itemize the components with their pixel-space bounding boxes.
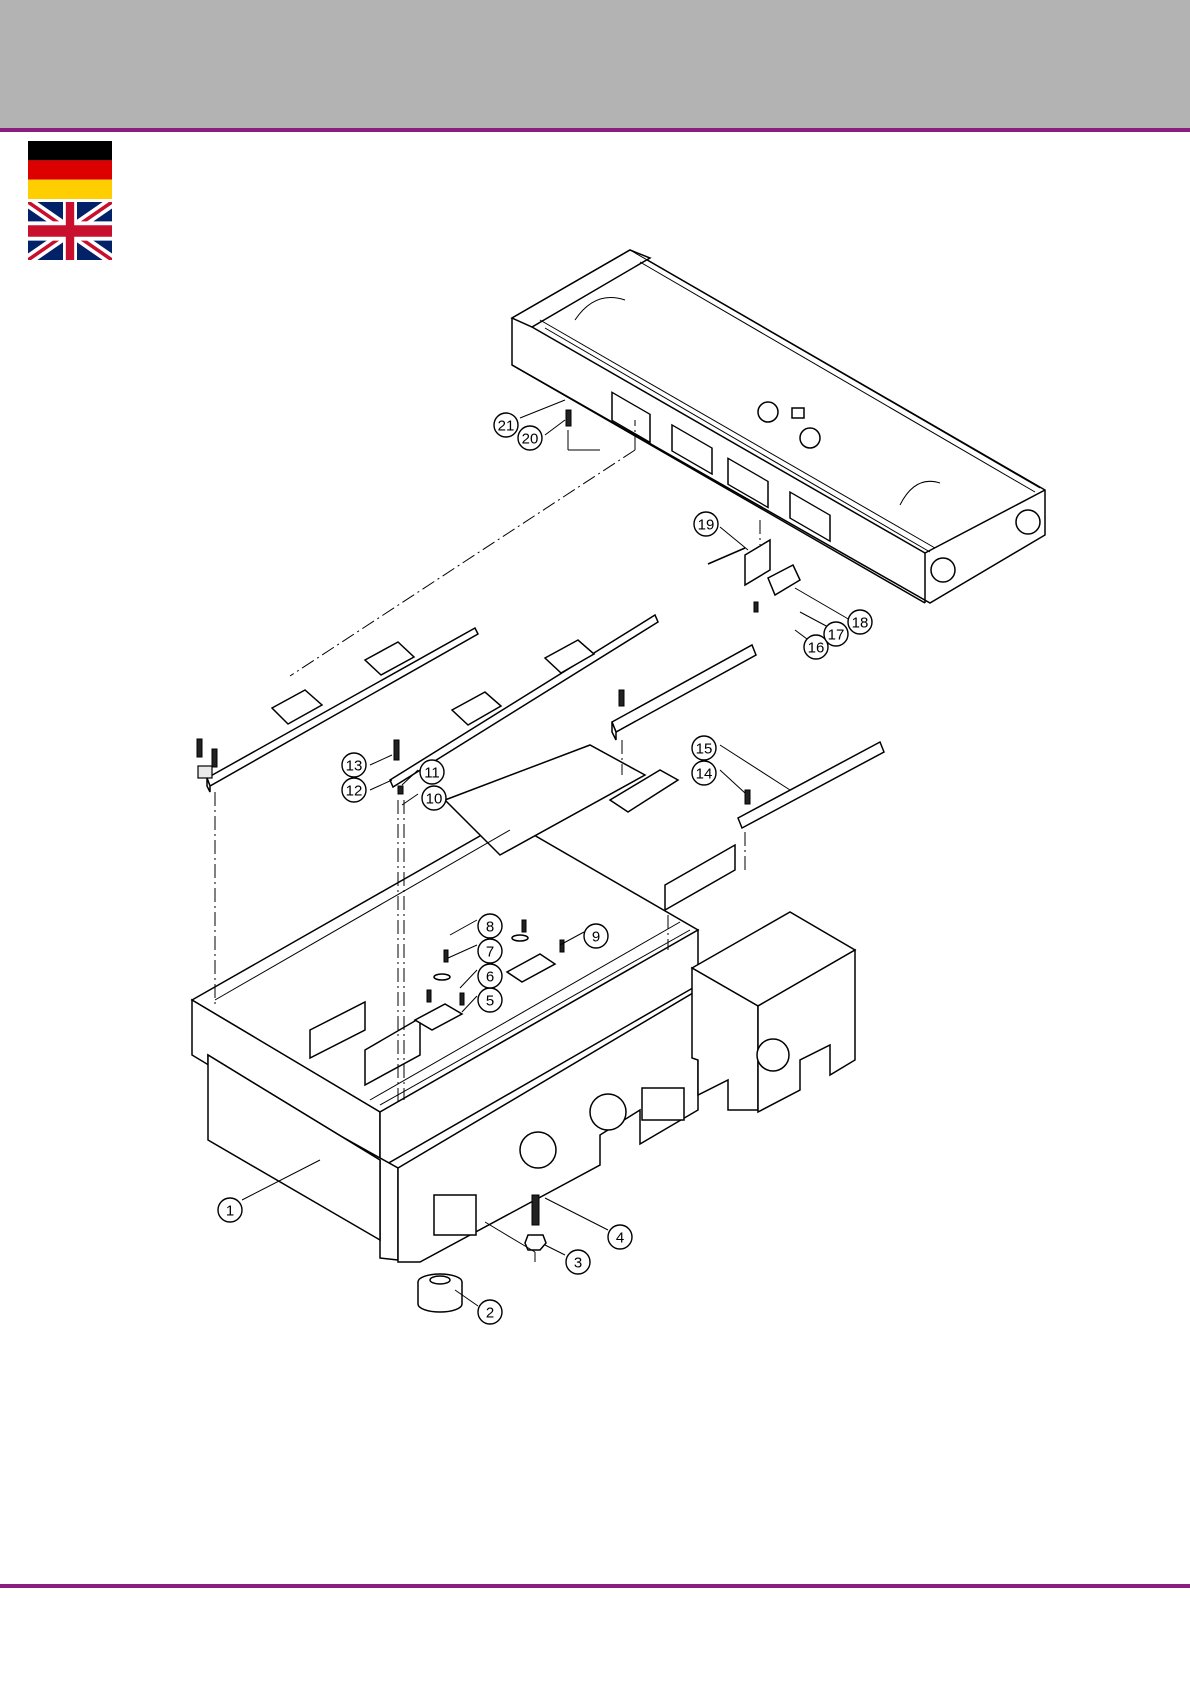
callout-17: 17 bbox=[824, 622, 848, 646]
callout-20: 20 bbox=[518, 426, 542, 450]
callout-number: 5 bbox=[486, 993, 494, 1010]
callout-3: 3 bbox=[566, 1250, 590, 1274]
callout-number: 1 bbox=[226, 1203, 234, 1220]
callout-4: 4 bbox=[608, 1225, 632, 1249]
upper-carriage-casting bbox=[512, 250, 1045, 603]
callout-13: 13 bbox=[342, 753, 366, 777]
callout-1: 1 bbox=[218, 1198, 242, 1222]
callout-12: 12 bbox=[342, 778, 366, 802]
callout-2: 2 bbox=[478, 1300, 502, 1324]
callout-number: 21 bbox=[498, 418, 515, 435]
callout-number: 2 bbox=[486, 1305, 494, 1322]
callout-number: 6 bbox=[486, 969, 494, 986]
callout-19: 19 bbox=[694, 512, 718, 536]
callout-number: 12 bbox=[346, 783, 363, 800]
callout-21: 21 bbox=[494, 413, 518, 437]
callout-18: 18 bbox=[848, 610, 872, 634]
callout-number: 15 bbox=[696, 741, 713, 758]
callout-number: 9 bbox=[592, 929, 600, 946]
callout-number: 8 bbox=[486, 919, 494, 936]
callout-10: 10 bbox=[422, 786, 446, 810]
callout-7: 7 bbox=[478, 939, 502, 963]
callout-number: 4 bbox=[616, 1230, 624, 1247]
callout-number: 20 bbox=[522, 431, 539, 448]
callout-number: 11 bbox=[424, 765, 440, 782]
callout-number: 19 bbox=[698, 517, 715, 534]
callout-number: 17 bbox=[828, 627, 845, 644]
callout-number: 18 bbox=[852, 615, 869, 632]
callout-number: 10 bbox=[426, 791, 443, 808]
gib-strips bbox=[612, 645, 884, 828]
callout-11: 11 bbox=[420, 760, 444, 784]
callout-number: 14 bbox=[696, 766, 713, 783]
callout-number: 3 bbox=[574, 1255, 582, 1272]
callout-number: 7 bbox=[486, 944, 494, 961]
callout-5: 5 bbox=[478, 988, 502, 1012]
callout-15: 15 bbox=[692, 736, 716, 760]
callout-6: 6 bbox=[478, 964, 502, 988]
callout-8: 8 bbox=[478, 914, 502, 938]
callout-14: 14 bbox=[692, 761, 716, 785]
bed-extension bbox=[692, 912, 855, 1112]
callout-number: 13 bbox=[346, 758, 363, 775]
callout-9: 9 bbox=[584, 924, 608, 948]
callout-number: 16 bbox=[808, 640, 825, 657]
